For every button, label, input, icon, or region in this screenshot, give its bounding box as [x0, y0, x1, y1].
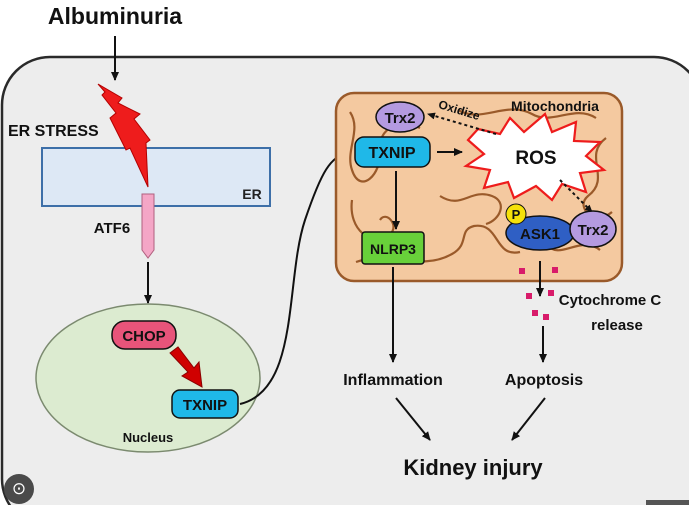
- cytochrome-dot: [519, 268, 525, 274]
- trx2-top: [375, 101, 425, 133]
- trx2-bottom-label: Trx2: [578, 222, 609, 239]
- trx2-top-label: Trx2: [385, 110, 416, 127]
- arrow-apoptosis-to-kidney: [511, 397, 546, 441]
- nucleus-label: Nucleus: [123, 430, 174, 445]
- er-membrane: [41, 147, 271, 207]
- albuminuria-title: Albuminuria: [48, 3, 182, 29]
- txnip-mito-label: TXNIP: [368, 145, 415, 162]
- apoptosis-label: Apoptosis: [505, 372, 583, 389]
- ros-starburst: [463, 112, 607, 202]
- inflammation-label: Inflammation: [343, 372, 443, 389]
- ros-label: ROS: [515, 148, 556, 169]
- cytochrome-dot: [548, 290, 554, 296]
- arrow-inflammation-to-kidney: [395, 397, 431, 441]
- txnip-mito-box: [354, 136, 431, 168]
- chop-box: [111, 320, 177, 350]
- trx2-bottom: [569, 210, 617, 248]
- atf6-fragment: [141, 193, 155, 259]
- mitochondria-label: Mitochondria: [511, 98, 599, 114]
- cytochrome-dot: [532, 310, 538, 316]
- cytochrome-dot: [543, 314, 549, 320]
- google-lens-icon[interactable]: ⊙: [4, 474, 34, 504]
- cytochrome-dot: [526, 293, 532, 299]
- arrow-ros-to-trx2: [559, 179, 593, 213]
- cytochrome-c-dots: [519, 267, 558, 320]
- bottom-right-edge-bar: [646, 500, 689, 505]
- arrow-txnip-to-mitochondria: [239, 150, 349, 405]
- kidney-injury-label: Kidney injury: [403, 455, 543, 480]
- er-label: ER: [242, 186, 261, 202]
- er-stress-label: ER STRESS: [8, 123, 99, 140]
- nlrp3-label: NLRP3: [370, 241, 416, 257]
- txnip-nucleus-box: [171, 389, 239, 419]
- er-stress-lightning-icon: [97, 83, 151, 188]
- cytochrome-label-line1: Cytochrome C: [559, 292, 662, 309]
- p-label: P: [512, 207, 521, 222]
- txnip-nucleus-label: TXNIP: [183, 397, 227, 414]
- arrow-chop-to-txnip: [169, 346, 203, 388]
- cytochrome-dot: [552, 267, 558, 273]
- atf6-label: ATF6: [94, 220, 130, 237]
- chop-label: CHOP: [122, 328, 165, 345]
- nlrp3-box: [361, 231, 425, 265]
- p-badge: [505, 203, 527, 225]
- ask1-label: ASK1: [520, 226, 560, 243]
- cytochrome-label-line2: release: [591, 317, 643, 334]
